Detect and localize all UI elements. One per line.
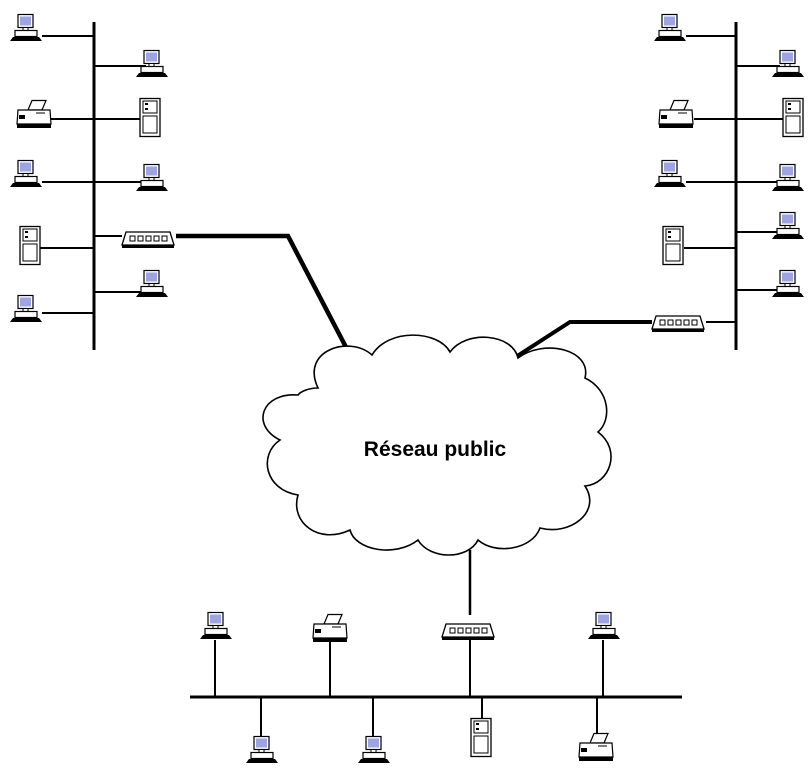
public-network-cloud: Réseau public	[262, 334, 612, 556]
lan-left	[9, 13, 175, 350]
printer-icon	[578, 732, 614, 762]
workstation-icon	[771, 49, 805, 78]
workstation-icon	[653, 13, 687, 42]
workstation-icon	[357, 735, 391, 764]
printer-icon	[312, 613, 348, 643]
server-icon	[470, 717, 492, 758]
workstation-icon	[199, 611, 233, 640]
server-icon	[782, 97, 804, 138]
workstation-icon	[245, 735, 279, 764]
hub-icon	[121, 231, 175, 249]
workstation-icon	[771, 211, 805, 240]
branches-left	[40, 35, 146, 314]
workstation-icon	[771, 163, 805, 192]
workstation-icon	[135, 269, 169, 298]
server-icon	[19, 225, 41, 266]
workstation-icon	[9, 13, 43, 42]
workstation-icon	[135, 49, 169, 78]
workstation-icon	[771, 269, 805, 298]
server-icon	[139, 97, 161, 138]
wan-link-right	[506, 320, 652, 364]
workstation-icon	[135, 163, 169, 192]
branches-bottom	[214, 640, 604, 740]
hub-icon	[651, 315, 705, 333]
workstation-icon	[9, 159, 43, 188]
workstation-icon	[9, 294, 43, 323]
cloud-icon	[262, 334, 612, 556]
cloud-label: Réseau public	[364, 438, 507, 461]
branches-right	[684, 35, 784, 323]
printer-icon	[658, 99, 694, 129]
workstation-icon	[587, 611, 621, 640]
wan-links	[176, 233, 652, 615]
lan-right	[651, 13, 805, 350]
wan-link-left	[176, 233, 362, 376]
workstation-icon	[653, 159, 687, 188]
lan-bottom	[190, 611, 682, 764]
printer-icon	[16, 99, 52, 129]
server-icon	[662, 225, 684, 266]
hub-icon	[441, 623, 495, 641]
